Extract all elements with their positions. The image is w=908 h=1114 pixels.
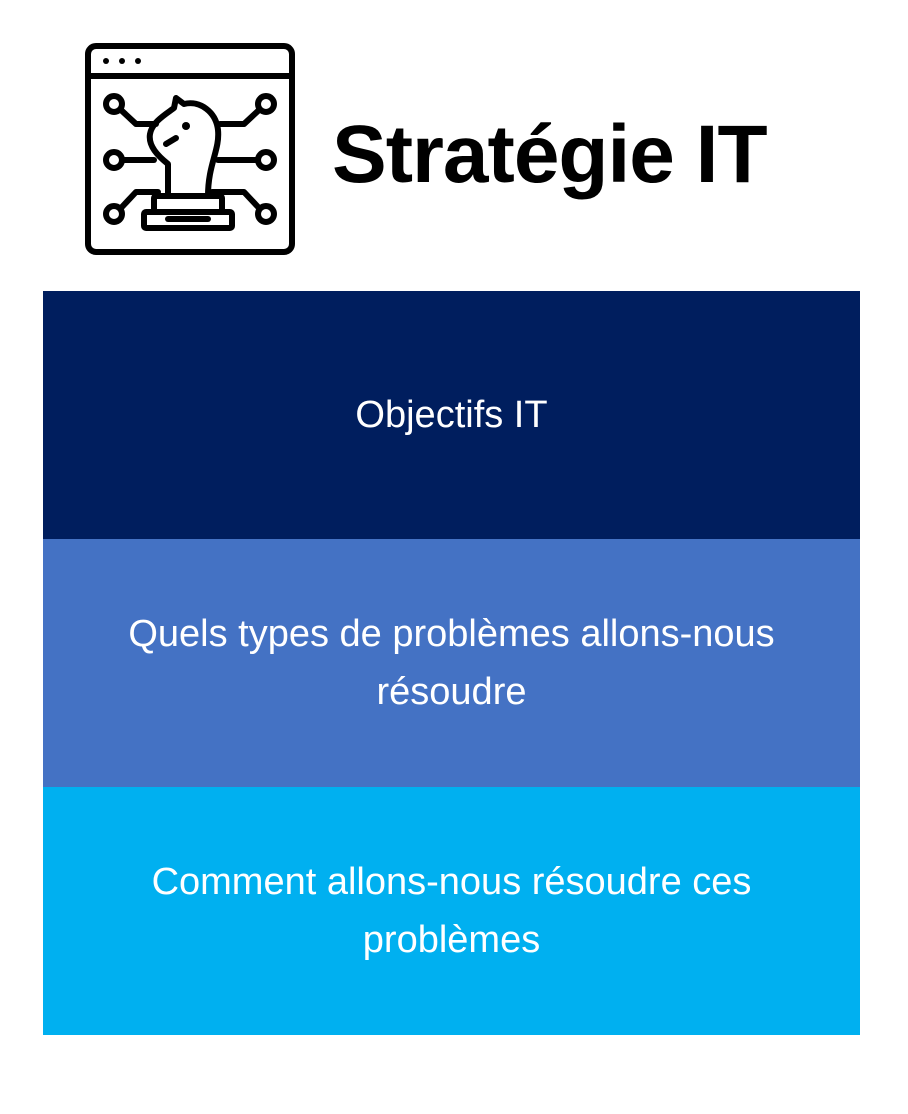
problem-types-label: Quels types de problèmes allons-nous rés… (128, 613, 775, 713)
problem-types-box: Quels types de problèmes allons-nous rés… (43, 539, 860, 787)
solution-approach-label: Comment allons-nous résoudre ces problèm… (151, 861, 752, 961)
page-title: Stratégie IT (332, 109, 768, 200)
objectives-box: Objectifs IT (43, 291, 860, 539)
solution-approach-box: Comment allons-nous résoudre ces problèm… (43, 787, 860, 1035)
strategy-stack: Objectifs IT Quels types de problèmes al… (43, 291, 860, 1035)
objectives-label: Objectifs IT (355, 394, 548, 436)
header: Stratégie IT (0, 0, 908, 280)
chess-knight-circuit-browser-icon (84, 42, 296, 256)
